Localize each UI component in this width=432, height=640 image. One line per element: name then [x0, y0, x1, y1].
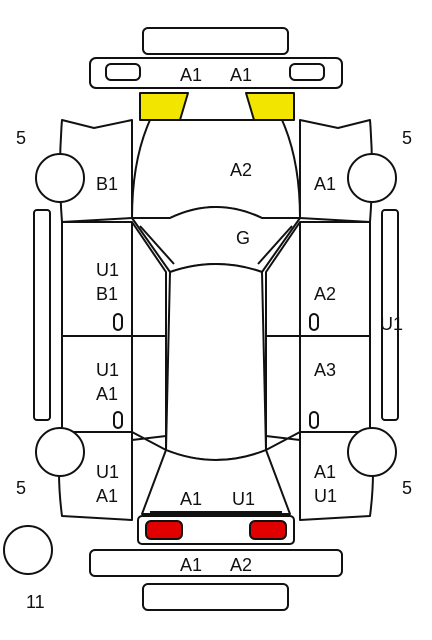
- label-front-door-left-2: B1: [96, 284, 118, 304]
- label-rear-door-left-2: A1: [96, 384, 118, 404]
- label-rear-bumper-right: A2: [230, 555, 252, 575]
- label-front-bumper-right: A1: [230, 65, 252, 85]
- label-rear-bumper-left: A1: [180, 555, 202, 575]
- label-rear-quarter-left-1: U1: [96, 462, 119, 482]
- label-tire-front-right: 5: [402, 128, 412, 148]
- wheel-rear-right[interactable]: [347, 427, 397, 477]
- label-tire-rear-left: 5: [16, 478, 26, 498]
- rocker-left[interactable]: [33, 209, 51, 421]
- label-rocker-right: U1: [380, 314, 403, 334]
- left-window-lines: [131, 335, 167, 441]
- label-front-fender-left: B1: [96, 174, 118, 194]
- headlight-right: [245, 92, 295, 121]
- label-tire-front-left: 5: [16, 128, 26, 148]
- label-rear-door-right: A3: [314, 360, 336, 380]
- spare-tire[interactable]: [3, 525, 53, 575]
- wheel-front-left[interactable]: [35, 153, 85, 203]
- wheel-front-right[interactable]: [347, 153, 397, 203]
- windshield-inner-lines: [139, 225, 293, 265]
- taillight-left: [145, 520, 183, 540]
- label-front-door-left-1: U1: [96, 260, 119, 280]
- left-pillar-lines: [131, 221, 167, 452]
- right-window-lines: [265, 335, 301, 441]
- wheel-rear-left[interactable]: [35, 427, 85, 477]
- headlight-left: [139, 92, 189, 121]
- fog-light-right: [289, 63, 325, 81]
- front-grille[interactable]: [89, 57, 343, 89]
- label-front-fender-right: A1: [314, 174, 336, 194]
- rear-bumper-bottom[interactable]: [142, 583, 289, 611]
- trunk-panel[interactable]: [141, 449, 291, 515]
- label-rear-door-left-1: U1: [96, 360, 119, 380]
- label-windshield: G: [236, 228, 250, 248]
- label-hood: A2: [230, 160, 252, 180]
- right-pillar-lines: [265, 221, 301, 452]
- label-spare-tire: 11: [26, 592, 45, 612]
- label-rear-quarter-left-2: A1: [96, 486, 118, 506]
- label-front-door-right: A2: [314, 284, 336, 304]
- handle-front-left: [113, 313, 123, 331]
- rear-bumper[interactable]: [89, 549, 343, 577]
- taillight-right: [249, 520, 287, 540]
- rocker-right[interactable]: [381, 209, 399, 421]
- label-trunk-right: U1: [232, 489, 255, 509]
- label-tire-rear-right: 5: [402, 478, 412, 498]
- handle-front-right: [309, 313, 319, 331]
- front-bumper-top[interactable]: [142, 27, 289, 55]
- label-trunk-left: A1: [180, 489, 202, 509]
- handle-rear-right: [309, 411, 319, 429]
- hood-panel[interactable]: [131, 119, 301, 219]
- fog-light-left: [105, 63, 141, 81]
- label-front-bumper-left: A1: [180, 65, 202, 85]
- label-rear-quarter-right-1: A1: [314, 462, 336, 482]
- label-rear-quarter-right-2: U1: [314, 486, 337, 506]
- handle-rear-left: [113, 411, 123, 429]
- roof-panel[interactable]: [165, 263, 267, 461]
